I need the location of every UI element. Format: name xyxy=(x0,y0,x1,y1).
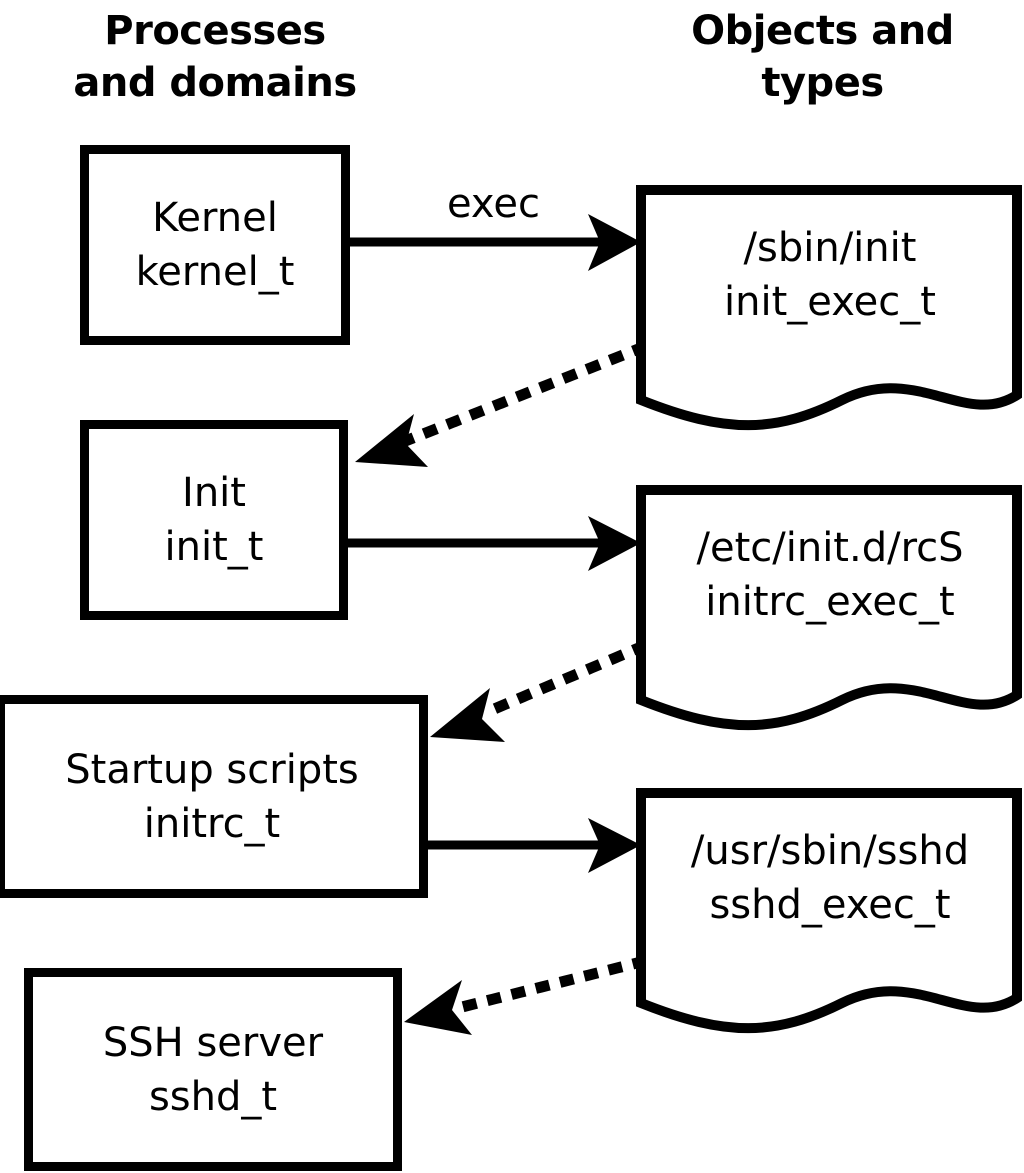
process-box-startup-scripts[interactable]: Startup scripts initrc_t xyxy=(0,695,428,898)
process-box-init[interactable]: Init init_t xyxy=(80,420,348,620)
object-doc-initrc-exec-type: initrc_exec_t xyxy=(705,579,955,625)
document-shape-icon xyxy=(636,185,1022,431)
process-box-kernel-name: Kernel xyxy=(152,195,278,241)
object-doc-sshd-exec[interactable]: /usr/sbin/sshd sshd_exec_t xyxy=(636,788,1024,1038)
document-shape-icon xyxy=(636,485,1022,731)
object-doc-init-exec-path: /sbin/init xyxy=(743,225,917,271)
object-doc-init-exec[interactable]: /sbin/init init_exec_t xyxy=(636,185,1024,435)
object-doc-sshd-exec-type: sshd_exec_t xyxy=(709,882,951,928)
process-box-init-name: Init xyxy=(182,470,246,516)
process-box-startup-scripts-name: Startup scripts xyxy=(65,746,359,793)
process-box-kernel-type: kernel_t xyxy=(135,249,295,295)
process-box-kernel[interactable]: Kernel kernel_t xyxy=(80,145,350,345)
edge-init-to-initrc-exec xyxy=(348,516,641,571)
edge-sshd-exec-to-sshd xyxy=(404,955,648,1035)
object-doc-sshd-exec-path: /usr/sbin/sshd xyxy=(690,828,970,874)
edge-label-exec: exec xyxy=(447,181,540,227)
column-header-processes: Processes and domains xyxy=(73,8,357,106)
object-doc-initrc-exec[interactable]: /etc/init.d/rcS initrc_exec_t xyxy=(636,485,1024,735)
document-shape-icon xyxy=(636,788,1022,1034)
process-box-ssh-server[interactable]: SSH server sshd_t xyxy=(24,968,402,1171)
object-doc-init-exec-type: init_exec_t xyxy=(724,279,936,325)
edge-initrc-to-sshd-exec xyxy=(428,818,641,873)
column-header-objects: Objects and types xyxy=(691,8,954,106)
object-doc-initrc-exec-path: /etc/init.d/rcS xyxy=(696,525,964,571)
process-box-startup-scripts-type: initrc_t xyxy=(143,800,281,847)
process-box-init-type: init_t xyxy=(164,524,264,570)
edge-initrc-exec-to-initrc xyxy=(430,639,649,742)
edge-init-exec-to-init xyxy=(355,340,649,467)
process-box-ssh-server-name: SSH server xyxy=(102,1019,324,1066)
process-box-ssh-server-type: sshd_t xyxy=(148,1073,278,1120)
